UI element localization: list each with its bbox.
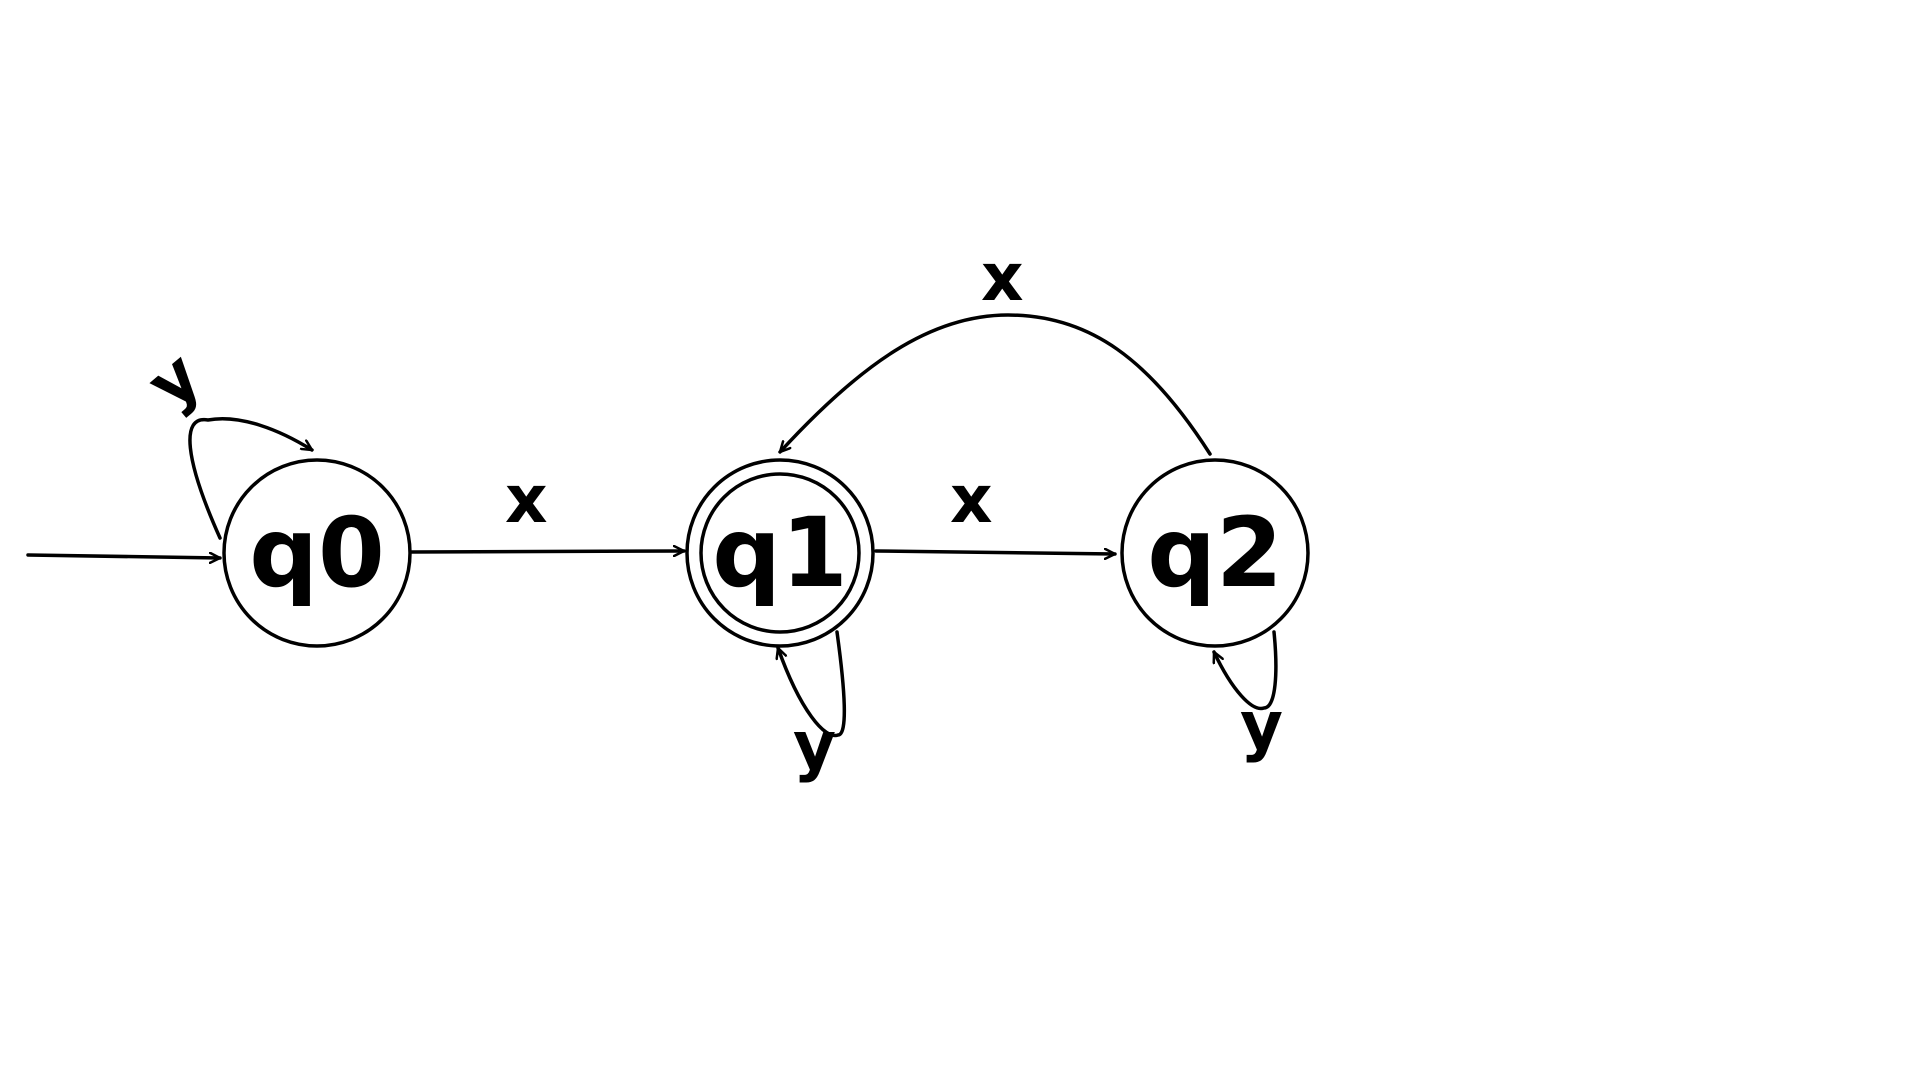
edge-label-q2-q1: x — [981, 239, 1024, 316]
state-q1-label: q1 — [712, 497, 848, 609]
edge-q0-q0 — [188, 417, 314, 540]
state-q0-label: q0 — [249, 497, 385, 609]
state-q1: q1 — [685, 458, 875, 648]
edge-label-q2-q2: y — [1240, 687, 1283, 764]
edge-q2-q2 — [1212, 630, 1278, 711]
state-q1-inner-circle — [699, 472, 861, 634]
state-q2-label: q2 — [1147, 497, 1283, 609]
edge-label-q1-q2: x — [950, 461, 993, 538]
state-q2-circle — [1120, 458, 1310, 648]
edge-label-q1-q1: y — [793, 707, 836, 784]
state-q0: q0 — [222, 458, 412, 648]
edge-label-q0-q1: x — [505, 461, 548, 538]
edge-q1-q1 — [778, 630, 847, 738]
state-q2: q2 — [1120, 458, 1310, 648]
edge-q2-q1 — [778, 313, 1212, 456]
edge-label-q0-q0: y — [133, 337, 215, 424]
state-q0-circle — [222, 458, 412, 648]
start-arrow — [26, 555, 222, 558]
edge-q0-q1 — [410, 551, 686, 552]
edge-q1-q2 — [874, 551, 1117, 554]
